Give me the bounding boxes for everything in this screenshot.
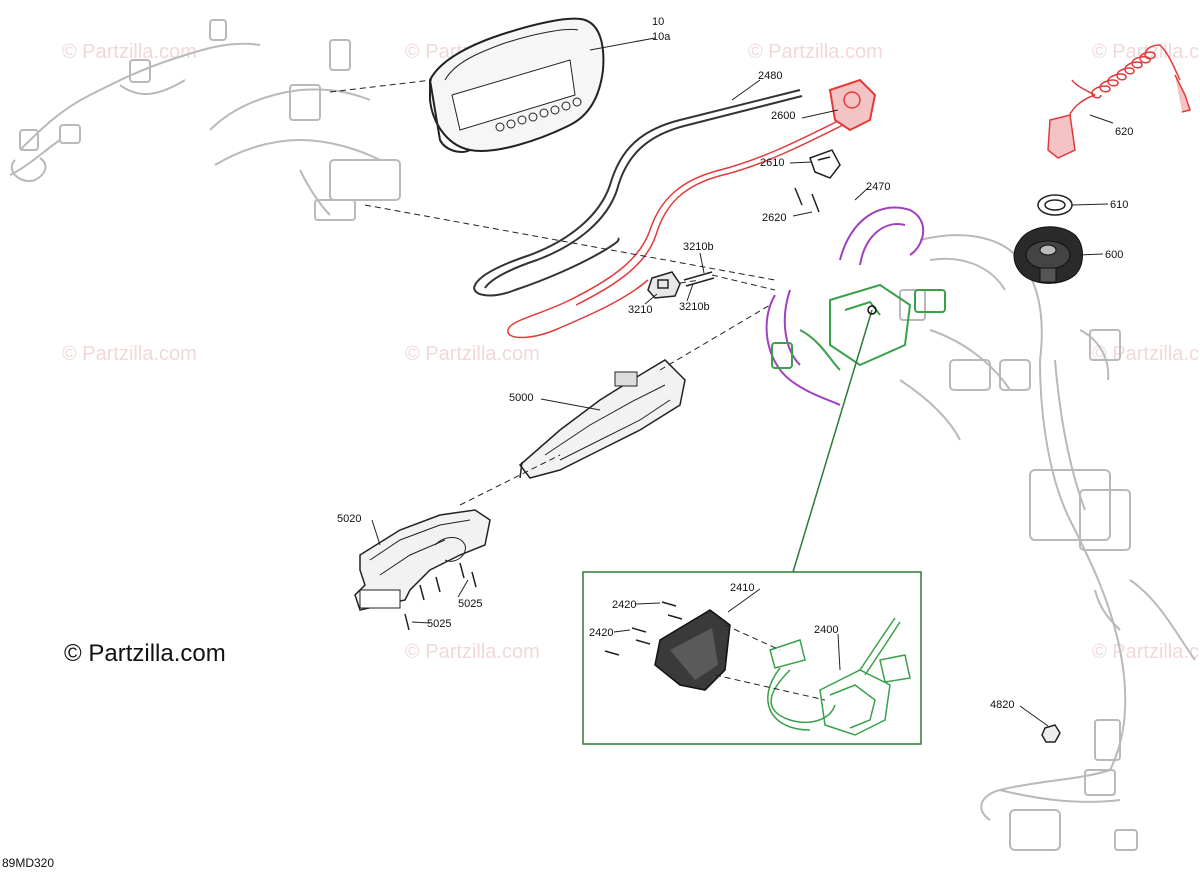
tether-switch-2600 (828, 78, 877, 132)
inset-detail-box (582, 305, 922, 745)
diagram-code: 89MD320 (2, 856, 55, 870)
module-5000 (518, 359, 686, 479)
callout-2410: 2410 (730, 582, 754, 594)
screws-2420 (604, 601, 683, 656)
callout-2620: 2620 (762, 212, 786, 224)
connector-3210 (647, 271, 681, 299)
cover-2410 (654, 609, 731, 691)
watermark: © Partzilla.com (1092, 343, 1200, 365)
watermark: © Partzilla.com (405, 641, 540, 663)
watermark: © Partzilla.com (62, 343, 197, 365)
callout-5000: 5000 (509, 392, 533, 404)
cable-2480 (473, 89, 803, 297)
callout-2600: 2600 (771, 110, 795, 122)
switch-600 (1013, 226, 1083, 284)
ring-610 (1037, 194, 1073, 216)
callout-2420-top: 2420 (612, 599, 636, 611)
callout-leaders (371, 37, 1114, 727)
switch-assembly-2400 (767, 617, 911, 736)
callout-2420-bottom: 2420 (589, 627, 613, 639)
watermark: © Partzilla.com (748, 41, 883, 63)
copyright-notice: © Partzilla.com (64, 640, 226, 667)
cable-2600 (507, 119, 844, 339)
callout-3210b-bottom: 3210b (679, 301, 710, 313)
harness-2470 (765, 206, 925, 406)
switch-housing-on-harness (771, 283, 946, 371)
callout-2400: 2400 (814, 624, 838, 636)
ghost-harness-right (899, 234, 1196, 851)
callout-610: 610 (1110, 199, 1128, 211)
callout-5025-bottom: 5025 (427, 618, 451, 630)
callout-10: 10 (652, 16, 664, 28)
callout-4820: 4820 (990, 699, 1014, 711)
nut-4820 (1041, 724, 1061, 743)
dashed-leaders (329, 79, 776, 506)
callout-620: 620 (1115, 126, 1133, 138)
callout-5020: 5020 (337, 513, 361, 525)
callout-labels: 10 10a 2480 2600 2610 2620 2470 620 610 … (337, 16, 1133, 711)
pins-3210b (683, 271, 715, 287)
screws-5025 (404, 562, 477, 631)
ghost-harness-top-left (9, 19, 401, 221)
lanyard-620 (1047, 44, 1191, 159)
callout-600: 600 (1105, 249, 1123, 261)
dashed-leaders-inset (714, 624, 826, 701)
bracket-2610 (809, 149, 841, 179)
watermark: © Partzilla.com (405, 343, 540, 365)
callout-5025-right: 5025 (458, 598, 482, 610)
screws-2620 (794, 187, 820, 213)
callout-2470: 2470 (866, 181, 890, 193)
bracket-5020 (354, 509, 491, 611)
watermarks: © Partzilla.com © Partzilla.com © Partzi… (62, 41, 1200, 663)
callout-10a: 10a (652, 31, 671, 43)
callout-3210b-top: 3210b (683, 241, 714, 253)
callout-2480: 2480 (758, 70, 782, 82)
callout-2610: 2610 (760, 157, 784, 169)
gauge-cluster (429, 17, 605, 153)
callout-3210: 3210 (628, 304, 652, 316)
watermark: © Partzilla.com (62, 41, 197, 63)
